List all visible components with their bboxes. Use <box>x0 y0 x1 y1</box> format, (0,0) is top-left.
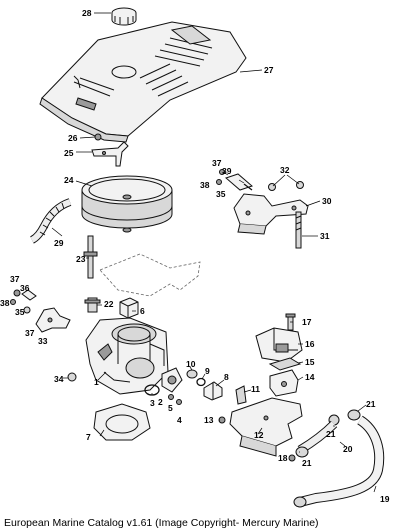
callout-14: 14 <box>305 372 315 382</box>
callout-6: 6 <box>140 306 145 316</box>
callout-33: 33 <box>38 336 48 346</box>
callout-4: 4 <box>177 415 182 425</box>
callout-5: 5 <box>168 403 173 413</box>
callout-26: 26 <box>68 133 78 143</box>
callout-3: 3 <box>150 398 155 408</box>
part-33-lever <box>35 307 71 333</box>
callout-16: 16 <box>305 339 315 349</box>
part-38-washer-left <box>10 299 16 305</box>
part-14-mount <box>269 369 299 397</box>
callout-2: 2 <box>158 397 163 407</box>
part-30-bracket <box>233 193 309 235</box>
part-16-iac-valve <box>255 327 303 363</box>
callout-37-lower: 37 <box>25 328 35 338</box>
part-12-bracket <box>229 397 303 457</box>
callout-29: 29 <box>54 238 64 248</box>
part-4-screw <box>176 399 182 405</box>
callout-28: 28 <box>82 8 92 18</box>
part-23-stud <box>83 235 98 279</box>
callout-1: 1 <box>94 377 99 387</box>
callout-21-a: 21 <box>366 399 376 409</box>
callout-23: 23 <box>76 254 86 264</box>
part-38-washer-upper <box>216 179 222 185</box>
callout-22: 22 <box>104 299 114 309</box>
part-31-stud <box>295 211 302 249</box>
callout-8: 8 <box>224 372 229 382</box>
part-11-bolt <box>235 385 247 405</box>
callout-31: 31 <box>320 231 330 241</box>
callout-13: 13 <box>204 415 214 425</box>
part-39-bolt-upper <box>225 173 253 191</box>
part-27-engine-cover <box>39 21 247 143</box>
part-34-nut <box>67 372 77 382</box>
reference-bracket-outline <box>99 253 201 297</box>
callout-17: 17 <box>302 317 312 327</box>
part-28-cap <box>111 7 137 26</box>
copyright-footer: European Marine Catalog v1.61 (Image Cop… <box>4 517 319 529</box>
part-36-bolt-left <box>21 289 37 301</box>
part-17-screw <box>285 313 296 331</box>
part-21-clamp-c <box>295 446 309 458</box>
callout-9: 9 <box>205 366 210 376</box>
part-18-screw <box>288 454 296 462</box>
part-35-spring-left <box>23 306 31 314</box>
callout-36: 36 <box>20 283 30 293</box>
part-15-gasket <box>268 357 302 371</box>
callout-32: 32 <box>280 165 290 175</box>
part-1-throttle-body <box>85 317 169 395</box>
callout-35-upper: 35 <box>216 189 226 199</box>
part-37-nut-upper <box>219 169 225 175</box>
part-2-sensor <box>161 367 183 393</box>
callout-39: 39 <box>222 166 232 176</box>
part-10-fitting <box>186 369 198 379</box>
callout-34: 34 <box>54 374 64 384</box>
callout-7: 7 <box>86 432 91 442</box>
callout-10: 10 <box>186 359 196 369</box>
part-8-valve <box>203 381 223 401</box>
callout-labels: 28 27 26 25 24 29 37 39 38 35 32 30 31 2… <box>0 8 390 504</box>
callout-37-upper: 37 <box>212 158 222 168</box>
callout-38-left: 38 <box>0 298 10 308</box>
part-7-gasket <box>93 403 151 441</box>
callout-20: 20 <box>343 444 353 454</box>
callout-18: 18 <box>278 453 288 463</box>
callout-21-c: 21 <box>302 458 312 468</box>
callout-38-upper: 38 <box>200 180 210 190</box>
callout-25: 25 <box>64 148 74 158</box>
callout-24: 24 <box>64 175 74 185</box>
part-26-screw <box>94 133 102 141</box>
callout-11: 11 <box>251 384 260 394</box>
part-9-o-ring <box>196 377 206 387</box>
part-25-bracket <box>91 141 129 167</box>
callout-12: 12 <box>254 430 264 440</box>
part-21-clamp-a <box>347 409 361 421</box>
part-32-nuts <box>268 181 304 191</box>
part-6-sensor <box>119 297 139 319</box>
callout-27: 27 <box>264 65 274 75</box>
part-5-screw <box>168 394 174 400</box>
part-37-nut-left <box>13 289 21 297</box>
leader-lines <box>51 12 377 493</box>
part-29-breather-hose <box>30 198 72 244</box>
callout-37-left: 37 <box>10 274 20 284</box>
part-24-flame-arrestor <box>81 175 173 233</box>
callout-21-b: 21 <box>326 429 336 439</box>
part-19-hose <box>293 415 385 508</box>
callout-15: 15 <box>305 357 315 367</box>
callout-30: 30 <box>322 196 332 206</box>
callout-19: 19 <box>380 494 390 504</box>
callout-35-left: 35 <box>15 307 25 317</box>
